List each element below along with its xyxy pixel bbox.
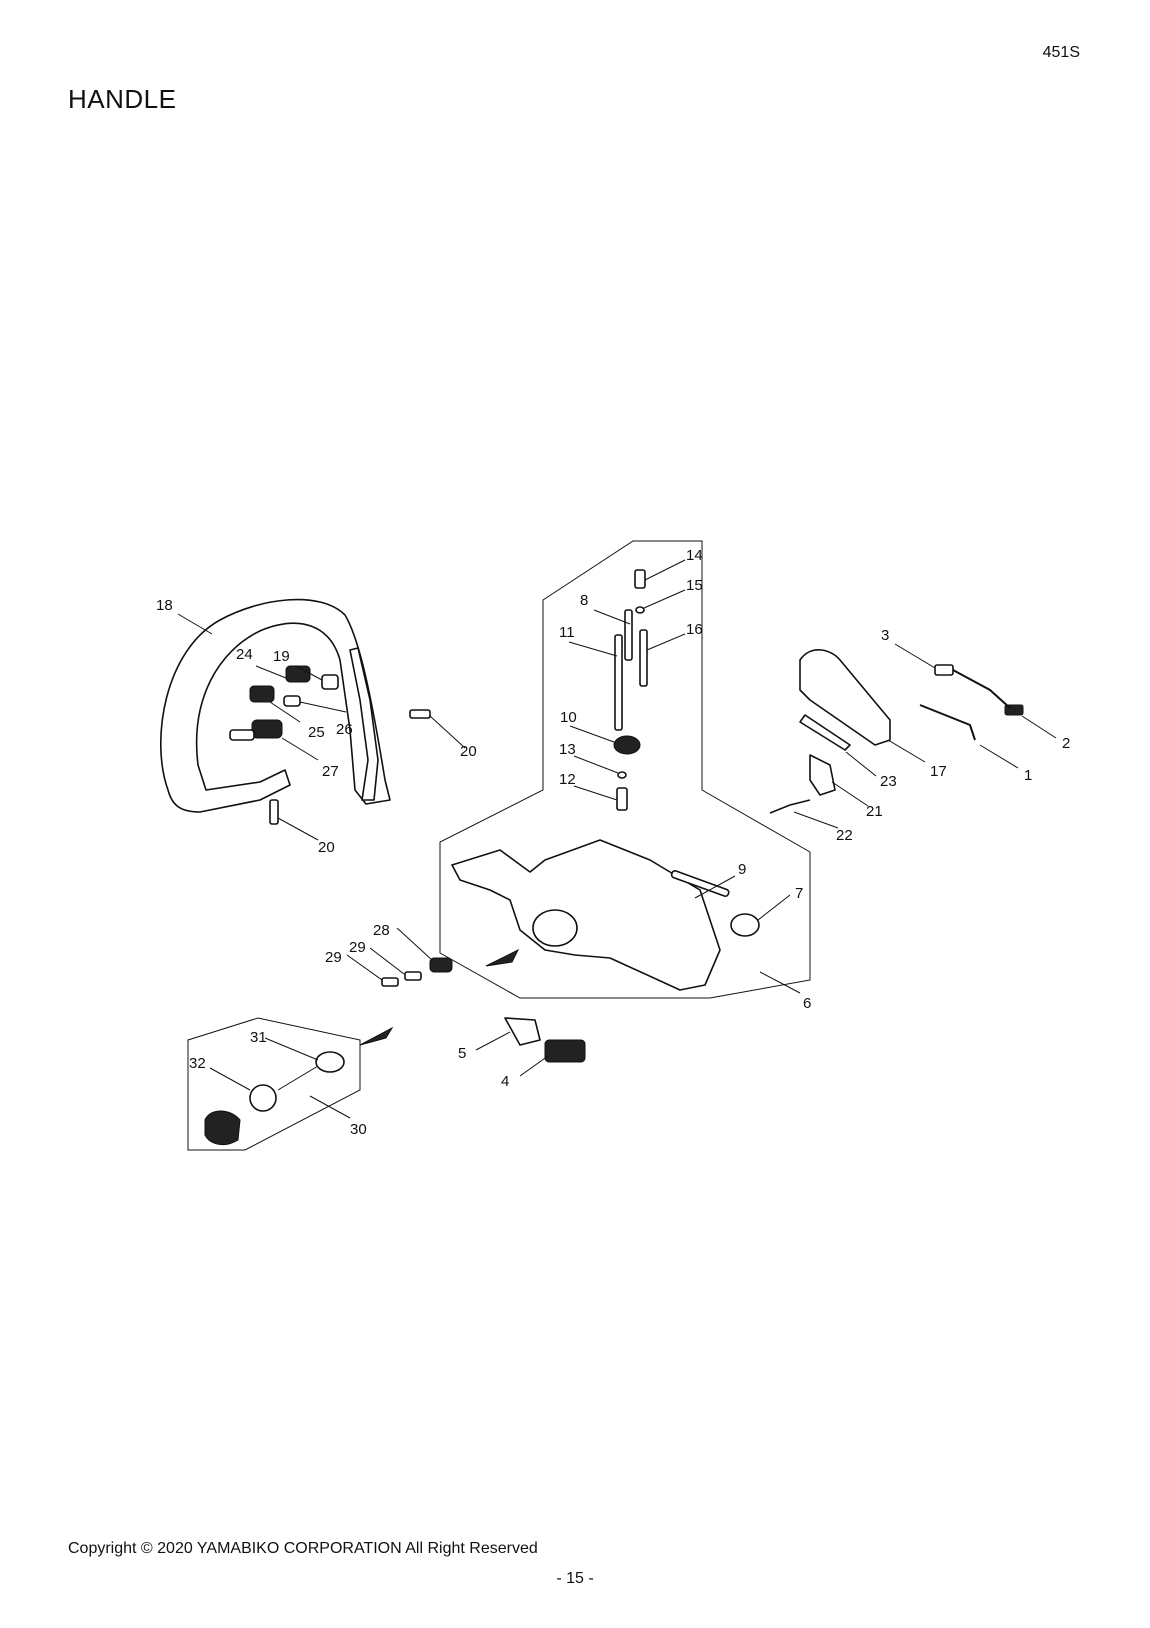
front-handle-bar-part <box>159 598 391 813</box>
callout-3: 3 <box>881 627 889 644</box>
callout-16: 16 <box>686 621 703 638</box>
callout-29a: 29 <box>349 939 366 956</box>
callout-10: 10 <box>560 709 577 726</box>
callout-5: 5 <box>458 1045 466 1062</box>
leader-lines <box>177 559 1057 1119</box>
pin-part <box>670 870 730 898</box>
page-title: HANDLE <box>68 84 177 114</box>
throttle-rod-parts <box>919 664 1024 741</box>
callout-1: 1 <box>1024 767 1032 784</box>
callout-8: 8 <box>580 592 588 609</box>
callout-4: 4 <box>501 1073 509 1090</box>
callout-26: 26 <box>336 721 353 738</box>
callout-25: 25 <box>308 724 325 741</box>
trigger-parts <box>769 714 851 814</box>
callout-32: 32 <box>189 1055 206 1072</box>
callout-12: 12 <box>559 771 576 788</box>
callout-17: 17 <box>930 763 947 780</box>
callout-28: 28 <box>373 922 390 939</box>
group-frame-main <box>439 540 811 999</box>
handle-cover-part <box>799 649 891 746</box>
callout-24: 24 <box>236 646 253 663</box>
callout-20a: 20 <box>460 743 477 760</box>
page-number: - 15 - <box>556 1570 594 1587</box>
callout-22: 22 <box>836 827 853 844</box>
callout-21: 21 <box>866 803 883 820</box>
callout-31: 31 <box>250 1029 267 1046</box>
primer-bulb-part <box>730 913 760 937</box>
tube-parts <box>614 569 648 731</box>
callout-20b: 20 <box>318 839 335 856</box>
callout-2: 2 <box>1062 735 1070 752</box>
switch-parts <box>504 1017 586 1063</box>
callout-14: 14 <box>686 547 703 564</box>
callout-18: 18 <box>156 597 173 614</box>
callout-27: 27 <box>322 763 339 780</box>
cap-and-plug-parts <box>613 735 641 811</box>
callout-29b: 29 <box>325 949 342 966</box>
callout-13: 13 <box>559 741 576 758</box>
direction-arrow <box>359 1026 394 1046</box>
callout-11: 11 <box>559 624 575 641</box>
bolt-parts <box>269 709 431 825</box>
copyright-notice: Copyright © 2020 YAMABIKO CORPORATION Al… <box>68 1540 538 1557</box>
screw-parts <box>381 957 453 987</box>
group-frame-30 <box>187 1017 361 1151</box>
filler-cap-parts <box>204 1051 345 1146</box>
callout-6: 6 <box>803 995 811 1012</box>
rear-handle-tank-part <box>451 839 721 991</box>
vibration-damper-parts <box>229 665 339 741</box>
callout-15: 15 <box>686 577 703 594</box>
callout-7: 7 <box>795 885 803 902</box>
callout-9: 9 <box>738 861 746 878</box>
callout-30: 30 <box>350 1121 367 1138</box>
model-number: 451S <box>1042 44 1080 61</box>
callout-23: 23 <box>880 773 897 790</box>
callout-19: 19 <box>273 648 290 665</box>
